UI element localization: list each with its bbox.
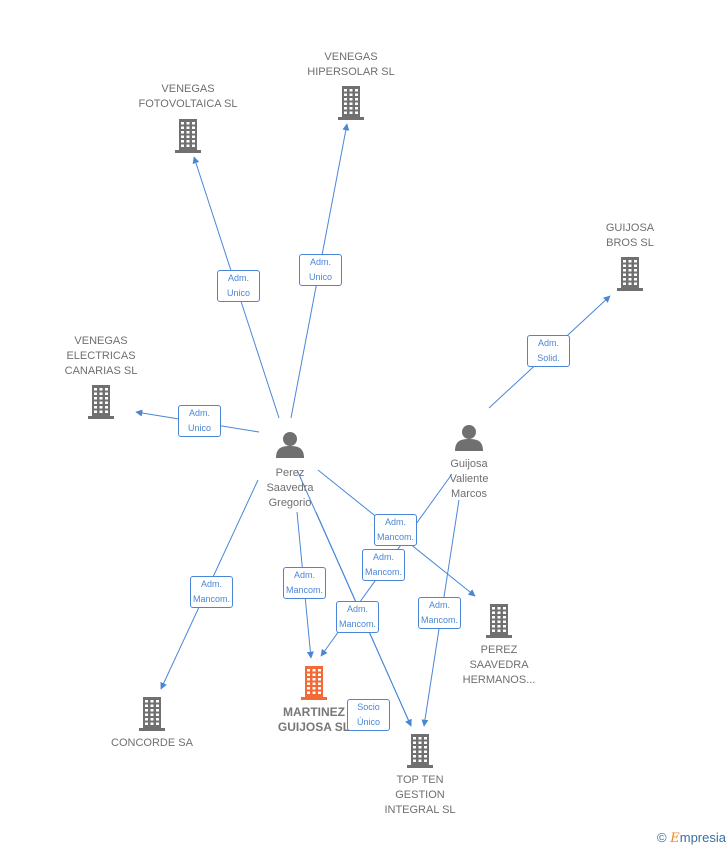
node-label-top-ten[interactable]: TOP TEN GESTION INTEGRAL SL [384, 773, 455, 818]
node-label-line: GUIJOSA SL [277, 720, 351, 734]
node-label-line: HIPERSOLAR SL [307, 66, 395, 78]
node-label-line: GESTION [395, 789, 445, 801]
edge-label[interactable]: Adm. Solid. [527, 335, 570, 367]
edge-label[interactable]: Adm. Mancom. [374, 514, 417, 546]
node-label-guijosa-bros[interactable]: GUIJOSA BROS SL [606, 221, 654, 251]
node-label-line: Valiente [449, 473, 489, 485]
node-label-venegas-electricas[interactable]: VENEGAS ELECTRICAS CANARIAS SL [65, 334, 138, 379]
edge-label[interactable]: Adm. Mancom. [362, 549, 405, 581]
node-label-line: TOP TEN [396, 774, 444, 786]
copyright-icon: © [657, 830, 667, 845]
node-label-line: GUIJOSA [605, 222, 655, 234]
building-icon[interactable] [486, 604, 512, 638]
edge-label-line: Adm. [428, 600, 450, 610]
edge-label[interactable]: Adm. Unico [299, 254, 342, 286]
edge-label[interactable]: Adm. Unico [178, 405, 221, 437]
node-label-line: CONCORDE SA [111, 737, 193, 749]
edge-label[interactable]: Adm. Mancom. [190, 576, 233, 608]
brand-initial: E [670, 831, 680, 846]
building-icon[interactable] [301, 666, 327, 700]
building-icon[interactable] [407, 734, 433, 768]
edge-label-line: Mancom. [377, 532, 415, 542]
edge-label-line: Adm. [293, 570, 315, 580]
edge-label-line: Adm. [227, 273, 249, 283]
edge-label-line: Adm. [200, 579, 222, 589]
node-label-venegas-hipersolar[interactable]: VENEGAS HIPERSOLAR SL [307, 50, 394, 80]
node-label-line: VENEGAS [161, 83, 215, 95]
node-label-line: VENEGAS [74, 335, 128, 347]
edge-label-line: Mancom. [339, 619, 377, 629]
edge-label[interactable]: Adm. Unico [217, 270, 260, 302]
edge-label[interactable]: Adm. Mancom. [283, 567, 326, 599]
node-label-line: Saavedra [266, 482, 314, 494]
node-label-perez-saavedra-hermanos[interactable]: PEREZ SAAVEDRA HERMANOS... [463, 643, 536, 688]
brand-footer: © Empresia [657, 830, 726, 846]
edge-label-line: Adm. [372, 552, 394, 562]
node-label-line: VENEGAS [324, 51, 378, 63]
edge-label-line: Adm. [346, 604, 368, 614]
building-icon[interactable] [617, 257, 643, 291]
edge-label-line: Mancom. [421, 615, 459, 625]
edge-label-line: Mancom. [365, 567, 403, 577]
edge-perez_saavedra_gregorio-to-top_ten [296, 469, 412, 727]
node-label-venegas-fotovoltaica[interactable]: VENEGAS FOTOVOLTAICA SL [138, 82, 237, 112]
node-label-line: BROS SL [606, 237, 654, 249]
building-icon[interactable] [338, 86, 364, 120]
node-label-line: HERMANOS... [462, 674, 536, 686]
node-label-line: PEREZ [480, 644, 518, 656]
edge-label-line: Unico [226, 288, 250, 298]
edge-label-line: Socio [357, 702, 380, 712]
building-icon[interactable] [139, 697, 165, 731]
edge-label-line: Solid. [537, 353, 560, 363]
node-label-line: FOTOVOLTAICA SL [138, 98, 238, 110]
building-icon[interactable] [88, 385, 114, 419]
node-label-concorde[interactable]: CONCORDE SA [111, 736, 193, 751]
node-label-line: MARTINEZ [282, 705, 345, 719]
node-label-line: INTEGRAL SL [384, 804, 456, 816]
edge-label-line: Adm. [537, 338, 559, 348]
node-label-line: Perez [275, 467, 305, 479]
edge-label[interactable]: Adm. Mancom. [336, 601, 379, 633]
node-label-line: Guijosa [450, 458, 488, 470]
node-label-line: CANARIAS SL [64, 365, 138, 377]
node-label-line: Marcos [450, 488, 488, 500]
person-icon[interactable] [276, 432, 304, 458]
edge-label-line: Mancom. [193, 594, 231, 604]
building-icon[interactable] [175, 119, 201, 153]
edge-label-line: Mancom. [286, 585, 324, 595]
edge-label-line: Unico [308, 272, 332, 282]
edge-label-line: Único [356, 717, 380, 727]
edge-label[interactable]: Adm. Mancom. [418, 597, 461, 629]
edge-label-line: Adm. [309, 257, 331, 267]
edge-label-line: Adm. [384, 517, 406, 527]
node-label-line: SAAVEDRA [469, 659, 529, 671]
edge-label-line: Adm. [188, 408, 210, 418]
brand-name: mpresia [679, 830, 726, 845]
node-label-line: ELECTRICAS [66, 350, 136, 362]
edge-label-line: Unico [187, 423, 211, 433]
node-label-line: Gregorio [268, 497, 312, 509]
person-icon[interactable] [455, 425, 483, 451]
